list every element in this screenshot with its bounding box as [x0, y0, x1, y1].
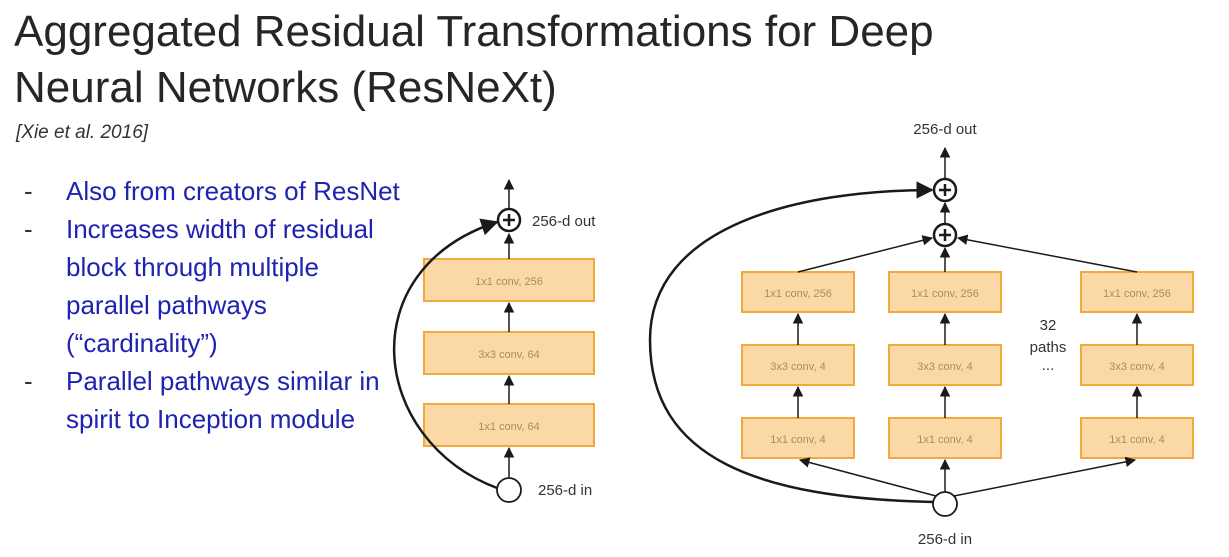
- conv-layer-label: 1x1 conv, 256: [1103, 288, 1171, 300]
- bullet-list: -Also from creators of ResNet -Increases…: [20, 172, 400, 438]
- conv-layer-box: [741, 271, 855, 313]
- title-line-1: Aggregated Residual Transformations for …: [14, 7, 934, 56]
- plus-circle-icon: [932, 222, 958, 248]
- left-in-label: 256-d in: [538, 482, 592, 499]
- conv-layer-box: [888, 417, 1002, 459]
- paths-label: paths: [1030, 339, 1067, 356]
- paths-count: 32: [1040, 317, 1057, 334]
- skip-connection: [393, 218, 499, 490]
- conv-layer-label: 1x1 conv, 4: [917, 434, 972, 446]
- conv-layer-box: [1080, 344, 1194, 386]
- plus-circle-icon: [932, 177, 958, 203]
- citation: [Xie et al. 2016]: [16, 122, 149, 143]
- bullet-text: Increases width of residual block throug…: [66, 214, 374, 358]
- paths-ellipsis: ...: [1042, 357, 1055, 374]
- conv-layer-label: 3x3 conv, 64: [478, 349, 540, 361]
- conv-layer-label: 1x1 conv, 256: [911, 288, 979, 300]
- skip-connection: [648, 181, 934, 504]
- bullet-text: Also from creators of ResNet: [66, 176, 400, 206]
- conv-layer-box: [423, 331, 595, 375]
- bullet-item: -Increases width of residual block throu…: [24, 214, 374, 358]
- slide-title: Aggregated Residual Transformations for …: [14, 4, 1214, 116]
- title-line-2: Neural Networks (ResNeXt): [14, 63, 557, 112]
- input-node-icon: [932, 491, 958, 517]
- conv-layer-label: 3x3 conv, 4: [917, 361, 972, 373]
- bullet-item: -Also from creators of ResNet: [24, 176, 400, 206]
- conv-layer-label: 1x1 conv, 4: [1109, 434, 1164, 446]
- conv-layer-box: [741, 344, 855, 386]
- conv-layer-box: [423, 258, 595, 302]
- right-in-label: 256-d in: [918, 531, 972, 548]
- plus-circle-icon: [496, 207, 522, 233]
- conv-layer-label: 3x3 conv, 4: [770, 361, 825, 373]
- conv-layer-label: 1x1 conv, 256: [764, 288, 832, 300]
- conv-layer-box: [741, 417, 855, 459]
- conv-layer-label: 1x1 conv, 256: [475, 276, 543, 288]
- resnext-block: 256-d out 1x1 conv, 256 3x3 conv, 4 1x1 …: [648, 121, 1194, 548]
- conv-layer-box: [1080, 417, 1194, 459]
- conv-layer-label: 3x3 conv, 4: [1109, 361, 1164, 373]
- resnet-block: 256-d out 1x1 conv, 256 3x3 conv, 64 1x1…: [393, 178, 596, 503]
- conv-layer-label: 1x1 conv, 4: [770, 434, 825, 446]
- right-out-label: 256-d out: [913, 121, 977, 138]
- conv-layer-box: [423, 403, 595, 447]
- left-out-label: 256-d out: [532, 213, 596, 230]
- conv-layer-label: 1x1 conv, 64: [478, 421, 540, 433]
- input-node-icon: [496, 477, 522, 503]
- bullet-item: -Parallel pathways similar in spirit to …: [24, 366, 380, 434]
- conv-layer-box: [888, 271, 1002, 313]
- bullet-text: Parallel pathways similar in spirit to I…: [66, 366, 380, 434]
